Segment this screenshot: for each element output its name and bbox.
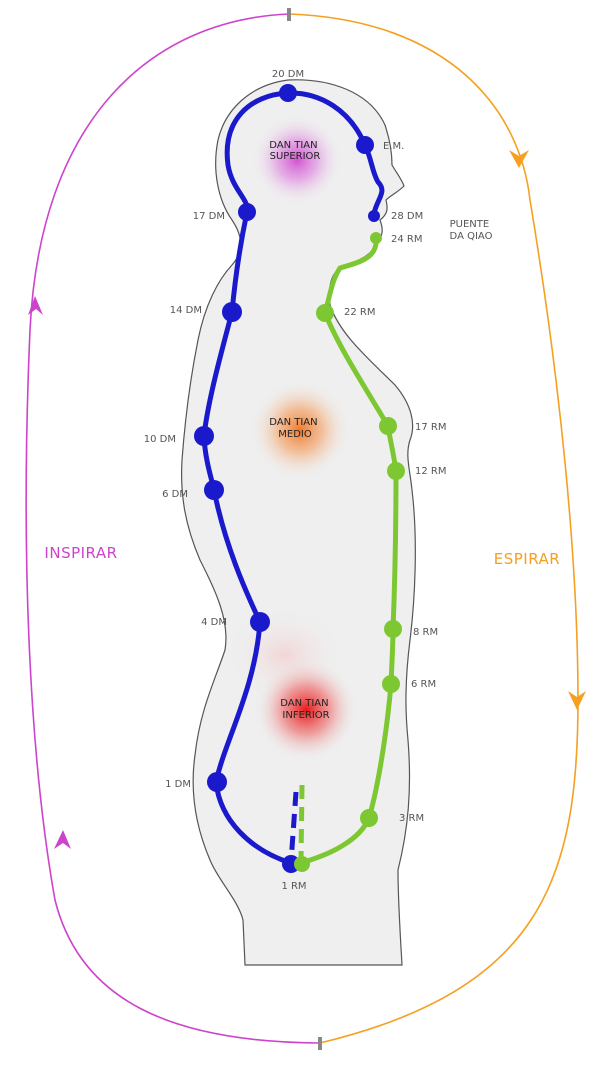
dan-tian-upper-label: DAN TIAN SUPERIOR: [269, 140, 321, 162]
dm-label-28: 28 DM: [391, 211, 423, 222]
dm-point-17: [238, 203, 256, 221]
conception-vessel-dashed: [298, 784, 305, 863]
rm-point-1: [294, 856, 310, 872]
dan-tian-middle-label: DAN TIAN MEDIO: [269, 417, 321, 440]
body-silhouette: [181, 79, 416, 966]
dm-point-1: [207, 772, 227, 792]
rm-point-12: [387, 462, 405, 480]
exhale-label: ESPIRAR: [494, 550, 560, 568]
bridge-label: PUENTE DA QIAO: [450, 219, 493, 242]
dm-point-10: [194, 426, 214, 446]
bottom-marker: [318, 1037, 322, 1050]
rm-point-22: [316, 304, 334, 322]
arrow-down-icon: [509, 150, 529, 168]
rm-point-6: [382, 675, 400, 693]
dm-label-6: 6 DM: [162, 489, 188, 500]
dm-point-6: [204, 480, 224, 500]
dm-label-4: 4 DM: [201, 617, 227, 628]
conception-vessel-path: [297, 235, 399, 866]
rm-label-6: 6 RM: [411, 679, 436, 690]
dm-point-em: [356, 136, 374, 154]
rm-point-8: [384, 620, 402, 638]
arrow-down-icon: [568, 691, 586, 710]
dan-tian-lower-label: DAN TIAN INFERIOR: [280, 698, 332, 721]
dm-label-20: 20 DM: [272, 69, 304, 80]
dm-point-14: [222, 302, 242, 322]
dan-tian-lower-glow: [254, 658, 358, 762]
dan-tian-middle-glow: [250, 380, 350, 480]
dm-label-em: E.M.: [383, 141, 404, 152]
dan-tian-upper-glow: [252, 115, 342, 205]
governor-vessel-dashed: [288, 791, 299, 863]
rm-point-17: [379, 417, 397, 435]
exhale-loop-path: [288, 13, 579, 1044]
dm-label-1: 1 DM: [165, 779, 191, 790]
rm-label-22: 22 RM: [344, 307, 375, 318]
inhale-label: INSPIRAR: [44, 544, 117, 562]
inhale-loop-path: [25, 13, 321, 1044]
dm-label-14: 14 DM: [170, 305, 202, 316]
rm-label-24: 24 RM: [391, 234, 422, 245]
rm-point-24: [370, 232, 382, 244]
dm-label-17: 17 DM: [193, 211, 225, 222]
dm-point-20: [279, 84, 297, 102]
rm-label-12: 12 RM: [415, 466, 446, 477]
dm-point-4: [250, 612, 270, 632]
rm-point-3: [360, 809, 378, 827]
top-marker: [287, 8, 291, 21]
dm-label-10: 10 DM: [144, 434, 176, 445]
rm-label-3: 3 RM: [399, 813, 424, 824]
rm-label-17: 17 RM: [415, 422, 446, 433]
arrow-up-icon: [28, 296, 43, 315]
arrow-up-icon: [54, 830, 71, 849]
dm-point-28: [368, 210, 380, 222]
rm-label-8: 8 RM: [413, 627, 438, 638]
rm-label-1: 1 RM: [281, 881, 306, 892]
